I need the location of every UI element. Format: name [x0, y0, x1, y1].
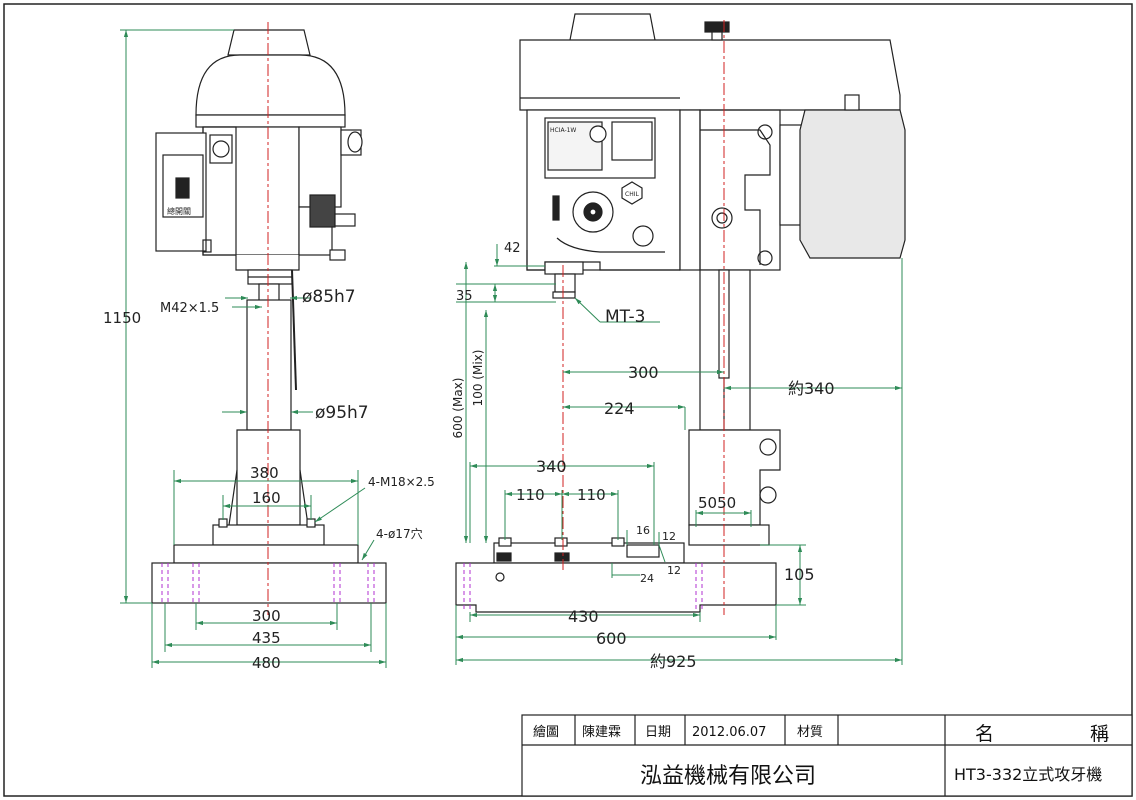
- base-435-label: 435: [252, 629, 281, 647]
- dim-340-reach-label: 約340: [788, 379, 835, 398]
- table-bolt-label: 4-M18×2.5: [368, 475, 435, 489]
- title-block: [521, 714, 1133, 797]
- stroke-min-label: 100 (Mix): [471, 350, 485, 407]
- nameplate-text: HCIA-1W: [550, 127, 576, 134]
- base-600-label: 600: [596, 629, 627, 648]
- slot-16-label: 16: [636, 524, 650, 537]
- overall-925-label: 約925: [650, 652, 697, 671]
- dim-110-left-label: 110: [516, 486, 545, 504]
- date-value: 2012.06.07: [692, 725, 766, 740]
- side-view: [455, 13, 906, 613]
- front-labels: 1150 M42×1.5 ø85h7 ø95h7 380 160 4-M18×2…: [103, 206, 435, 672]
- model-name: HT3-332立式攻牙機: [954, 765, 1102, 784]
- front-dimensions: [120, 29, 387, 668]
- draw-label: 繪圖: [533, 724, 559, 740]
- quill-label: ø85h7: [302, 287, 356, 307]
- company-name: 泓益機械有限公司: [640, 764, 816, 789]
- dim-340-table-label: 340: [536, 457, 567, 476]
- dim-42-label: 42: [504, 241, 521, 256]
- dim-5050-label: 5050: [698, 494, 736, 512]
- slot-12-top-label: 12: [662, 530, 676, 543]
- base-300-label: 300: [252, 607, 281, 625]
- dim-35-label: 35: [456, 289, 473, 304]
- base-480-label: 480: [252, 654, 281, 672]
- thread-label: M42×1.5: [160, 301, 219, 316]
- taper-label: MT-3: [605, 307, 645, 327]
- side-hidden-lines: [463, 563, 703, 612]
- drawer-name: 陳建霖: [582, 725, 621, 740]
- title-block-text: 繪圖 陳建霖 日期 2012.06.07 材質 名 稱 泓益機械有限公司 HT3…: [533, 723, 1109, 789]
- side-labels: 42 35 MT-3 600 (Max) 100 (Mix) 300 約340 …: [451, 127, 835, 671]
- dim-224-label: 224: [604, 399, 635, 418]
- panel-text: 總開關: [167, 206, 191, 216]
- dim-300-label: 300: [628, 363, 659, 382]
- height-label: 1150: [103, 309, 141, 327]
- gauge-text: CHIL: [625, 191, 639, 198]
- width-380-label: 380: [250, 464, 279, 482]
- material-label: 材質: [797, 725, 823, 740]
- date-label: 日期: [645, 725, 671, 740]
- name-label-1: 名: [975, 723, 994, 745]
- column-label: ø95h7: [315, 403, 369, 423]
- bolt-160-label: 160: [252, 489, 281, 507]
- hole-label: 4-ø17穴: [376, 526, 423, 541]
- dim-110-right-label: 110: [577, 486, 606, 504]
- front-view: [151, 29, 387, 604]
- base-height-label: 105: [784, 565, 815, 584]
- slot-24-label: 24: [640, 572, 654, 585]
- base-430-label: 430: [568, 607, 599, 626]
- stroke-max-label: 600 (Max): [451, 378, 465, 439]
- side-dimensions: [455, 244, 903, 665]
- slot-12-bottom-label: 12: [667, 564, 681, 577]
- name-label-2: 稱: [1090, 723, 1109, 745]
